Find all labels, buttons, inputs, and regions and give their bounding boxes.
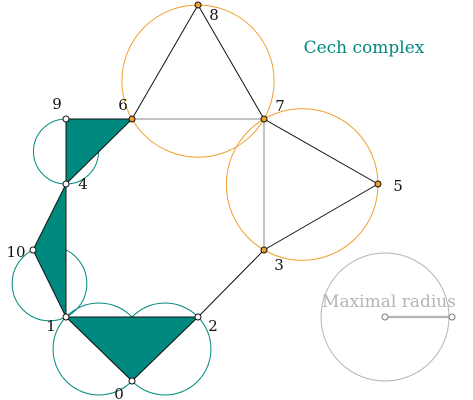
vertex-label-4: 4 [78, 175, 88, 193]
maximal-radius-legend: Maximal radius [320, 252, 456, 382]
edge-4-10 [32, 183, 67, 251]
vertex-10 [29, 246, 37, 254]
vertex-label-3: 3 [274, 256, 284, 274]
vertex-label-6: 6 [118, 96, 128, 114]
edge-4-6 [65, 118, 133, 185]
vertex-label-1: 1 [46, 317, 56, 335]
edge-0-1 [65, 316, 133, 382]
radius-legend-center [381, 313, 389, 321]
filled-simplices [33, 119, 198, 381]
edge-5-7 [263, 118, 379, 185]
vertex-8 [194, 1, 202, 9]
covering-circles [11, 4, 379, 396]
radius-legend-label: Maximal radius [322, 292, 456, 312]
radius-legend-end [448, 313, 456, 321]
vertex-1 [62, 313, 70, 321]
diagram-title: Cech complex [304, 38, 425, 58]
vertex-9 [62, 115, 70, 123]
orange-circle-3-5-7 [225, 108, 379, 261]
vertex-6 [128, 115, 136, 123]
complex-edges [32, 4, 379, 382]
vertex-4 [62, 180, 70, 188]
vertex-label-10: 10 [6, 243, 25, 261]
vertex-label-2: 2 [208, 317, 218, 335]
vertex-labels: 0 1 2 3 4 5 6 7 8 9 10 [6, 6, 402, 400]
edge-7-8 [197, 4, 265, 120]
complex-vertices [29, 1, 382, 385]
vertex-7 [260, 115, 268, 123]
vertex-3 [260, 246, 268, 254]
vertex-0 [128, 377, 136, 385]
vertex-5 [374, 180, 382, 188]
vertex-label-0: 0 [114, 385, 124, 400]
edge-1-10 [32, 249, 67, 318]
orange-circle-6-7-8 [121, 4, 275, 158]
edge-2-3 [197, 249, 265, 318]
simplex-1-4-10 [33, 184, 66, 317]
edge-6-8 [131, 4, 199, 120]
vertex-label-8: 8 [209, 6, 219, 24]
vertex-label-5: 5 [393, 177, 403, 195]
simplex-0-1-2 [66, 317, 198, 381]
edge-0-2 [131, 316, 199, 382]
vertex-2 [194, 313, 202, 321]
vertex-label-9: 9 [52, 95, 62, 113]
edge-3-5 [263, 183, 379, 251]
vertex-label-7: 7 [275, 97, 285, 115]
